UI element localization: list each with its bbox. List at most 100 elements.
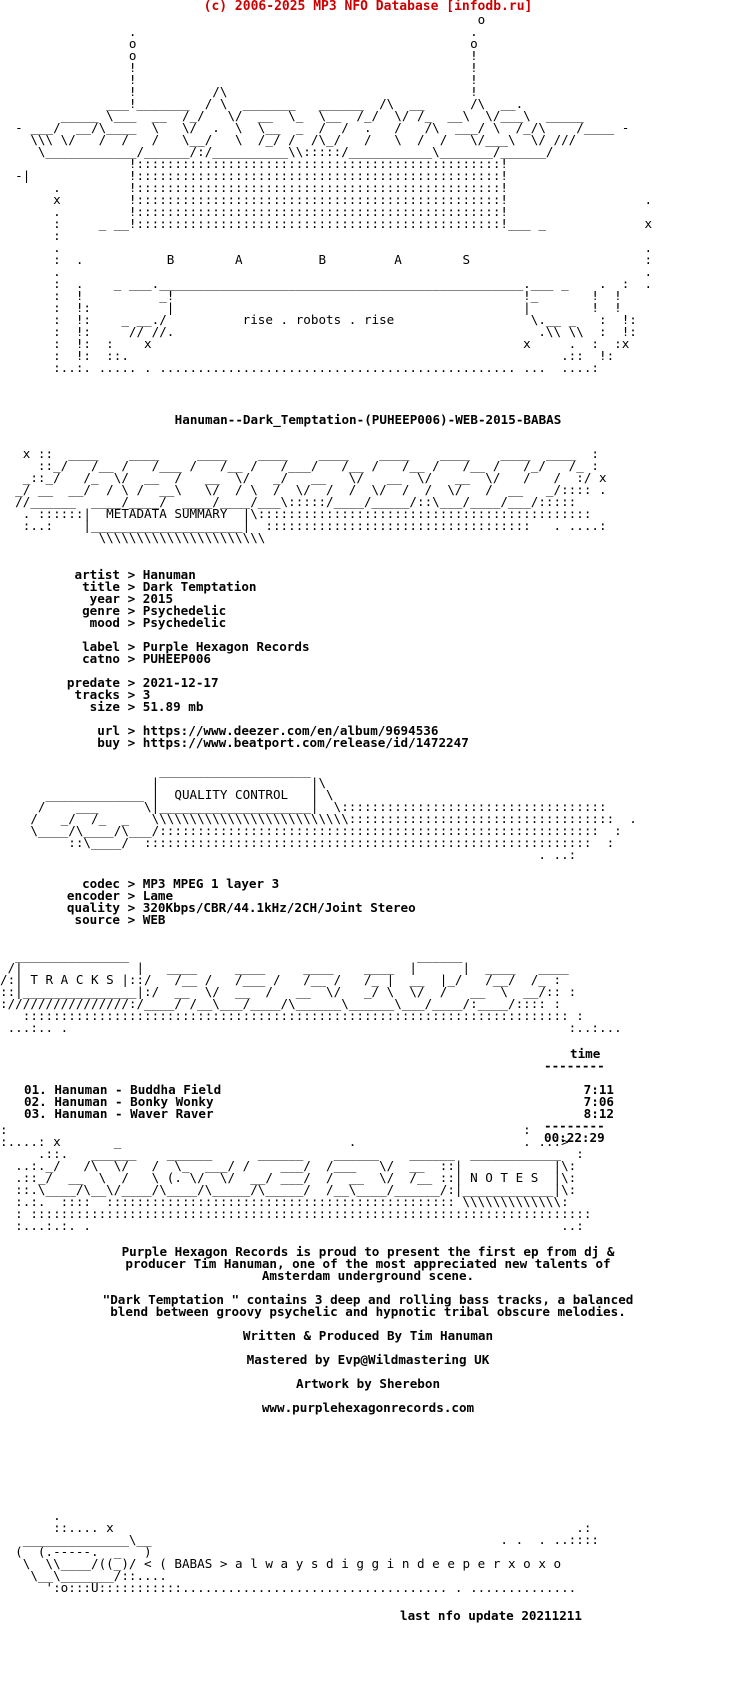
metadata-row-key: year	[89, 591, 120, 606]
quality-row-separator: >	[120, 912, 143, 927]
time-divider: --------	[544, 1058, 605, 1073]
quality-row: codec > MP3 MPEG 1 layer 3	[40, 876, 416, 891]
metadata-row-value: Dark Temptation	[142, 579, 257, 594]
metadata-row-key: title	[82, 579, 120, 594]
metadata-row: buy > https://www.beatport.com/release/i…	[40, 735, 469, 750]
metadata-row: mood > Psychedelic	[40, 615, 469, 630]
metadata-row-value[interactable]: https://www.deezer.com/en/album/9694536	[142, 723, 439, 738]
metadata-row-value: Purple Hexagon Records	[142, 639, 310, 654]
metadata-row-separator: >	[120, 579, 143, 594]
metadata-row-key: buy	[97, 735, 120, 750]
metadata-row-key: artist	[74, 567, 121, 582]
metadata-row-value: 51.89 mb	[142, 699, 204, 714]
metadata-row: predate > 2021-12-17	[40, 675, 469, 690]
track-time: 7:11	[583, 1082, 614, 1097]
notes-text: Purple Hexagon Records is proud to prese…	[0, 1244, 736, 1415]
metadata-row-separator: >	[120, 591, 143, 606]
metadata-row-separator: >	[120, 675, 143, 690]
track-name: Hanuman - Bonky Wonky	[54, 1094, 214, 1109]
metadata-row-separator: >	[120, 699, 143, 714]
metadata-row-separator: >	[120, 639, 143, 654]
metadata-row-value: Psychedelic	[142, 615, 227, 630]
metadata-row-key: url	[97, 723, 120, 738]
metadata-row: tracks > 3	[40, 687, 469, 702]
quality-row-separator: >	[120, 888, 143, 903]
quality-row: source > WEB	[40, 912, 416, 927]
metadata-row-separator: >	[120, 603, 143, 618]
metadata-row-value[interactable]: https://www.beatport.com/release/id/1472…	[142, 735, 469, 750]
track-number: 01.	[24, 1082, 55, 1097]
metadata-row-separator: >	[120, 615, 143, 630]
track-row: 02. Hanuman - Bonky Wonky 7:06	[24, 1094, 614, 1109]
track-name: Hanuman - Buddha Field	[54, 1082, 222, 1097]
track-time: 8:12	[583, 1106, 614, 1121]
quality-row-separator: >	[120, 900, 143, 915]
notes-banner: : : :....: x _ . . ..:> .::. ______ ____…	[0, 1124, 592, 1233]
last-update: last nfo update 20211211	[400, 1608, 582, 1623]
note-line[interactable]: www.purplehexagonrecords.com	[261, 1400, 475, 1415]
metadata-row-key: size	[89, 699, 120, 714]
metadata-row-key: catno	[82, 651, 120, 666]
quality-row-key: codec	[82, 876, 120, 891]
track-row: 03. Hanuman - Waver Raver 8:12	[24, 1106, 614, 1121]
quality-row-value: MP3 MPEG 1 layer 3	[142, 876, 280, 891]
quality-row-key: source	[74, 912, 121, 927]
quality-banner: ____________________ | |\ _____________ …	[30, 765, 637, 862]
metadata-row: year > 2015	[40, 591, 469, 606]
quality-row-key: quality	[66, 900, 120, 915]
release-name: Hanuman--Dark_Temptation-(PUHEEP006)-WEB…	[174, 412, 562, 427]
note-line: Written & Produced By Tim Hanuman	[242, 1328, 494, 1343]
metadata-row-value: 2015	[142, 591, 174, 606]
note-line: Purple Hexagon Records is proud to prese…	[121, 1244, 615, 1259]
track-number: 03.	[24, 1106, 55, 1121]
metadata-row-key: genre	[82, 603, 120, 618]
quality-row-value: Lame	[142, 888, 174, 903]
note-line: Mastered by Evp@Wildmastering UK	[246, 1352, 490, 1367]
total-time: 00:22:29	[544, 1130, 605, 1145]
track-name: Hanuman - Waver Raver	[54, 1106, 214, 1121]
site-header: (c) 2006-2025 MP3 NFO Database [infodb.r…	[203, 0, 533, 14]
time-header: time	[570, 1046, 601, 1061]
track-time: 7:06	[583, 1094, 614, 1109]
metadata-row-value: PUHEEP006	[142, 651, 211, 666]
metadata-row: label > Purple Hexagon Records	[40, 639, 469, 654]
metadata-row-key: tracks	[74, 687, 121, 702]
metadata-row: catno > PUHEEP006	[40, 651, 469, 666]
metadata-row: url > https://www.deezer.com/en/album/96…	[40, 723, 469, 738]
metadata-row: artist > Hanuman	[40, 567, 469, 582]
metadata-row-key: label	[82, 639, 120, 654]
metadata-row-separator: >	[120, 723, 143, 738]
metadata-row-value: 2021-12-17	[142, 675, 219, 690]
metadata-row-separator: >	[120, 651, 143, 666]
note-line: blend between groovy psychelic and hypno…	[110, 1304, 626, 1319]
metadata-row-separator: >	[120, 687, 143, 702]
quality-row-separator: >	[120, 876, 143, 891]
quality-row-value: 320Kbps/CBR/44.1kHz/2CH/Joint Stereo	[142, 900, 416, 915]
note-line: Artwork by Sherebon	[295, 1376, 441, 1391]
metadata-row: size > 51.89 mb	[40, 699, 469, 714]
tracks-banner: _______________ ______ /| | ____ ____ __…	[0, 950, 622, 1035]
note-line: "Dark Temptation " contains 3 deep and r…	[102, 1292, 634, 1307]
ascii-logo: o . . o o o !	[15, 14, 653, 375]
metadata-row-value: 3	[142, 687, 151, 702]
quality-row: quality > 320Kbps/CBR/44.1kHz/2CH/Joint …	[40, 900, 416, 915]
time-divider: --------	[544, 1118, 605, 1133]
track-number: 02.	[24, 1094, 55, 1109]
note-line: producer Tim Hanuman, one of the most ap…	[125, 1256, 611, 1271]
metadata-row-value: Hanuman	[142, 567, 196, 582]
footer-ascii: . ::.... x .: ______________\__ . . . ..…	[15, 1510, 599, 1595]
metadata-row-separator: >	[120, 567, 143, 582]
quality-row: encoder > Lame	[40, 888, 416, 903]
metadata-row-key: mood	[89, 615, 120, 630]
metadata-row: title > Dark Temptation	[40, 579, 469, 594]
metadata-row-key: predate	[66, 675, 120, 690]
metadata-row-separator: >	[120, 735, 143, 750]
note-line: Amsterdam underground scene.	[261, 1268, 475, 1283]
quality-row-key: encoder	[66, 888, 120, 903]
track-row: 01. Hanuman - Buddha Field 7:11	[24, 1082, 614, 1097]
quality-row-value: WEB	[142, 912, 166, 927]
metadata-banner: x :: ____ ____ ____ ____ ____ ____ ____ …	[15, 448, 607, 545]
